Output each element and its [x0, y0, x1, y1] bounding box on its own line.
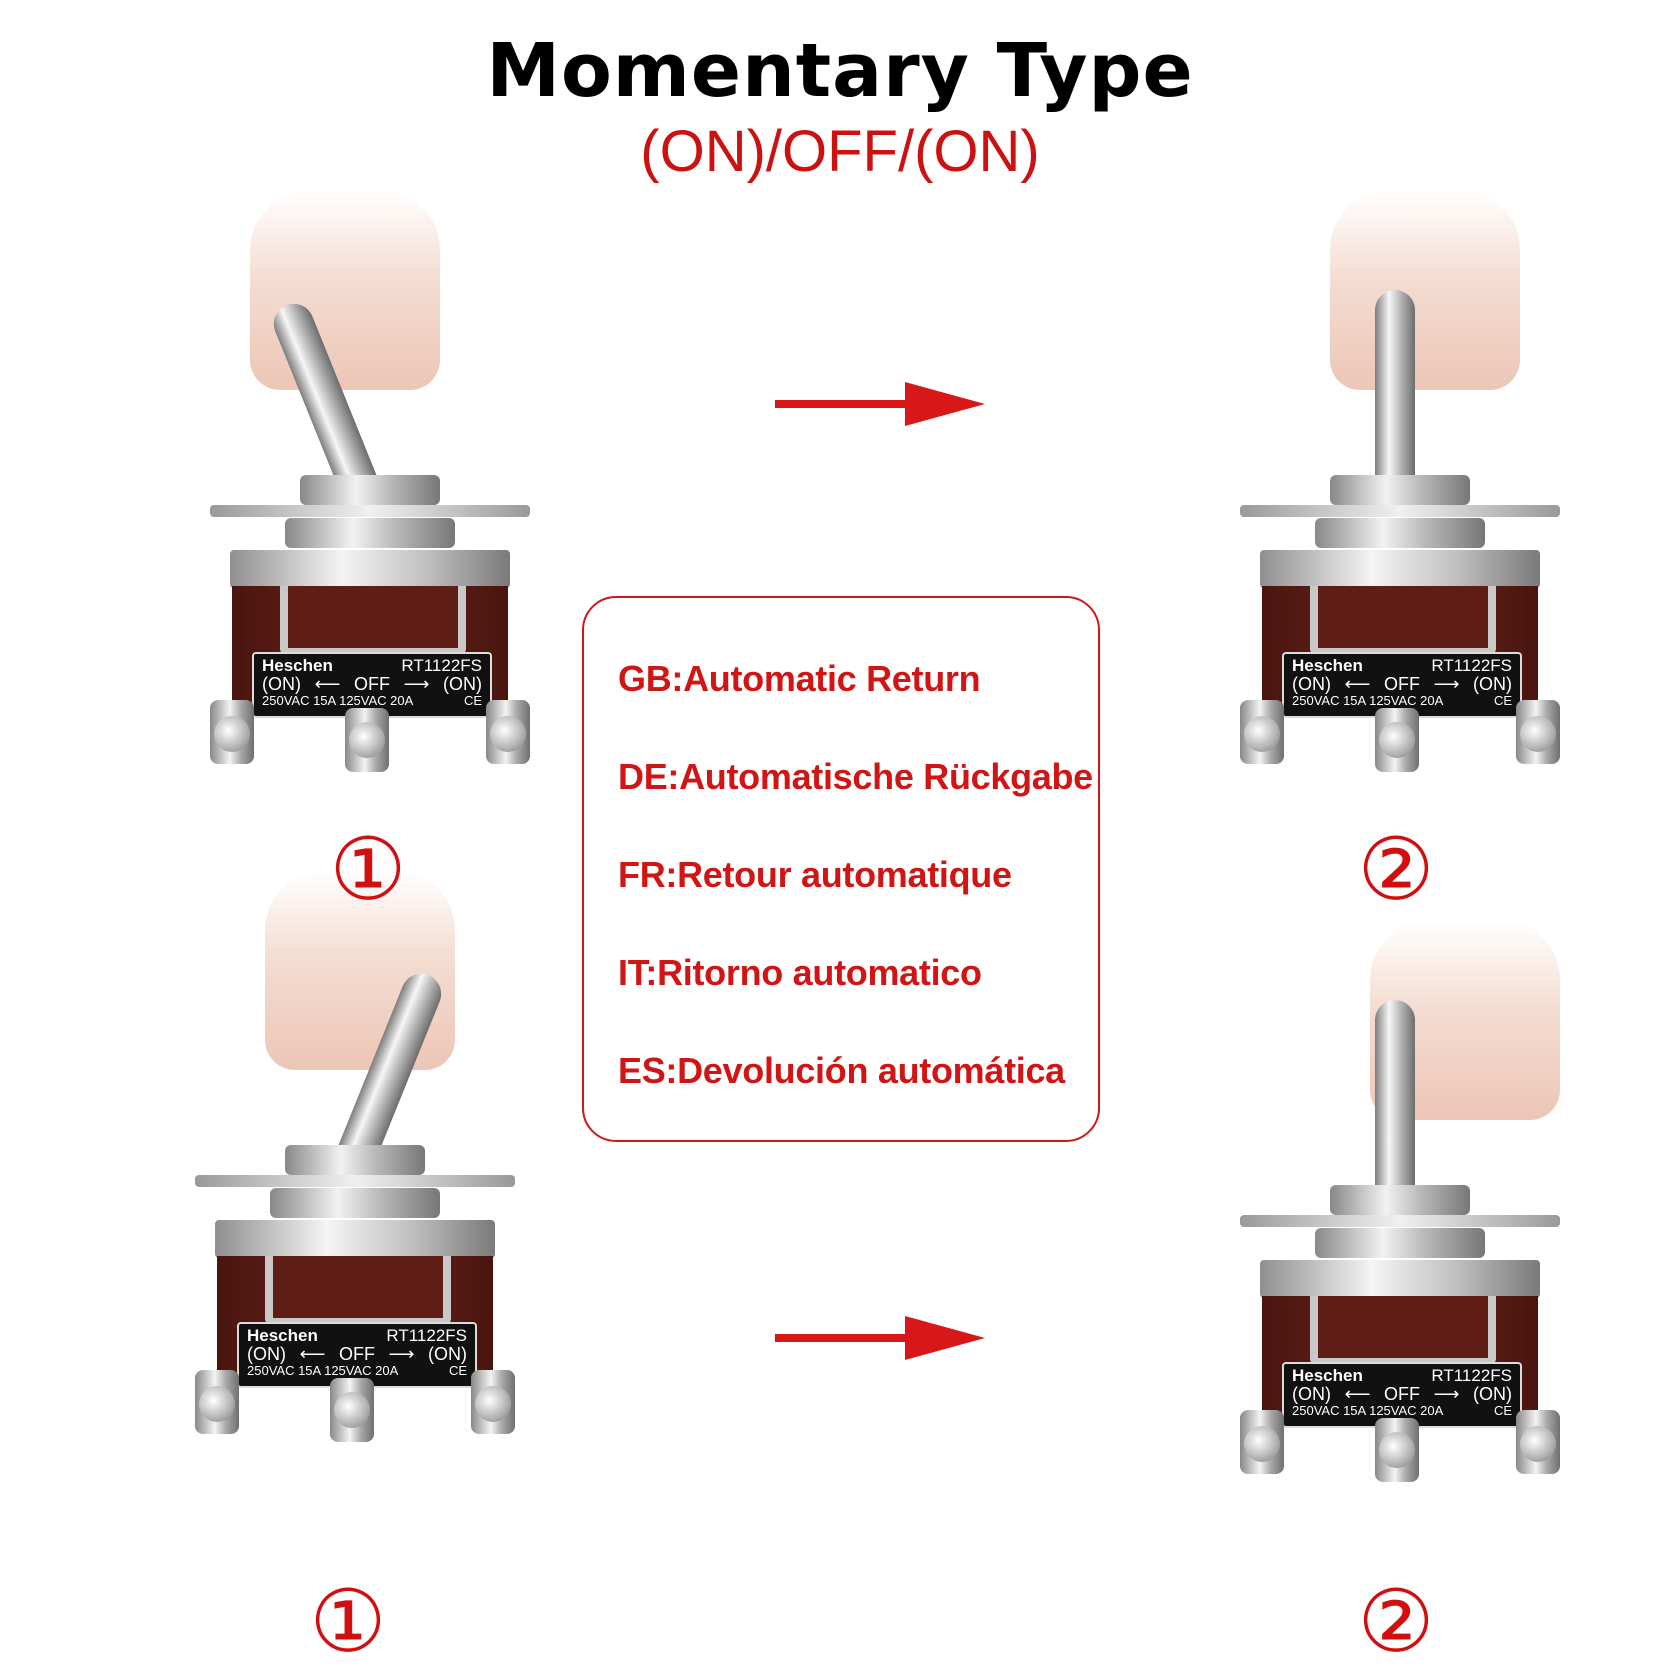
label-rating: 250VAC 15A 125VAC 20A — [247, 1362, 399, 1378]
screw-center-icon — [1379, 1432, 1415, 1468]
arrow-left-icon: ⟵ — [1344, 1383, 1371, 1404]
label-off: OFF — [354, 673, 390, 694]
screw-center-icon — [349, 722, 385, 758]
label-model: RT1122FS — [1431, 1366, 1512, 1385]
metal-frame — [230, 550, 510, 588]
mounting-plate — [1240, 505, 1560, 517]
label-rating: 250VAC 15A 125VAC 20A — [262, 692, 414, 708]
ce-mark-icon: CE — [463, 692, 482, 708]
finger-icon — [250, 190, 440, 390]
arrow-left-icon: ⟵ — [1344, 673, 1371, 694]
label-model: RT1122FS — [386, 1326, 467, 1345]
notes-box: GB:Automatic Return DE:Automatische Rück… — [582, 596, 1100, 1142]
mounting-nut — [300, 475, 440, 505]
arrow-left-icon: ⟵ — [314, 673, 341, 694]
mounting-nut — [285, 1145, 425, 1175]
screw-right-icon — [1520, 1426, 1556, 1462]
note-de: DE:Automatische Rückgabe — [618, 756, 1093, 797]
metal-frame — [215, 1220, 495, 1258]
screw-right-icon — [490, 716, 526, 752]
screw-right-icon — [1520, 716, 1556, 752]
metal-frame — [1260, 1260, 1540, 1298]
page-title: Momentary Type — [486, 28, 1194, 114]
note-fr: FR:Retour automatique — [618, 854, 1012, 895]
frame-window — [280, 586, 466, 656]
label-on-right: (ON) — [443, 673, 482, 694]
note-es: ES:Devolución automática — [618, 1050, 1065, 1091]
note-gb: GB:Automatic Return — [618, 658, 981, 699]
ce-mark-icon: CE — [448, 1362, 467, 1378]
label-rating: 250VAC 15A 125VAC 20A — [1292, 692, 1444, 708]
step-number-1-top: ① — [329, 820, 407, 920]
screw-left-icon — [1244, 1426, 1280, 1462]
label-off: OFF — [1384, 673, 1420, 694]
arrow-right-icon-bottom — [775, 1316, 985, 1360]
mounting-plate — [1240, 1215, 1560, 1227]
screw-left-icon — [199, 1386, 235, 1422]
label-brand: Heschen — [1292, 656, 1363, 675]
step-number-1-bottom: ① — [309, 1572, 387, 1672]
screw-right-icon — [475, 1386, 511, 1422]
label-on-right: (ON) — [428, 1343, 467, 1364]
ce-mark-icon: CE — [1493, 692, 1512, 708]
frame-window — [1310, 1296, 1496, 1366]
screw-center-icon — [1379, 722, 1415, 758]
label-brand: Heschen — [262, 656, 333, 675]
note-it: IT:Ritorno automatico — [618, 952, 982, 993]
label-rating: 250VAC 15A 125VAC 20A — [1292, 1402, 1444, 1418]
label-on-left: (ON) — [1292, 673, 1331, 694]
label-off: OFF — [1384, 1383, 1420, 1404]
label-on-right: (ON) — [1473, 673, 1512, 694]
toggle-lever — [1375, 1000, 1415, 1210]
arrow-right-icon: ⟶ — [1433, 673, 1460, 694]
label-brand: Heschen — [247, 1326, 318, 1345]
lock-nut — [285, 518, 455, 548]
arrow-left-icon: ⟵ — [299, 1343, 326, 1364]
label-model: RT1122FS — [1431, 656, 1512, 675]
mounting-plate — [195, 1175, 515, 1187]
finger-icon — [1330, 190, 1520, 390]
lock-nut — [270, 1188, 440, 1218]
lock-nut — [1315, 518, 1485, 548]
frame-window — [1310, 586, 1496, 656]
screw-left-icon — [1244, 716, 1280, 752]
lock-nut — [1315, 1228, 1485, 1258]
label-on-left: (ON) — [262, 673, 301, 694]
step-number-2-top: ② — [1357, 820, 1435, 920]
screw-left-icon — [214, 716, 250, 752]
screw-center-icon — [334, 1392, 370, 1428]
ce-mark-icon: CE — [1493, 1402, 1512, 1418]
label-brand: Heschen — [1292, 1366, 1363, 1385]
arrow-right-icon: ⟶ — [1433, 1383, 1460, 1404]
label-off: OFF — [339, 1343, 375, 1364]
page-subtitle: (ON)/OFF/(ON) — [640, 119, 1040, 184]
mounting-nut — [1330, 1185, 1470, 1215]
frame-window — [265, 1256, 451, 1326]
toggle-lever — [1375, 290, 1415, 500]
arrow-right-icon: ⟶ — [388, 1343, 415, 1364]
arrow-right-icon-top — [775, 382, 985, 426]
mounting-nut — [1330, 475, 1470, 505]
label-on-left: (ON) — [1292, 1383, 1331, 1404]
label-on-left: (ON) — [247, 1343, 286, 1364]
arrow-right-icon: ⟶ — [403, 673, 430, 694]
label-model: RT1122FS — [401, 656, 482, 675]
metal-frame — [1260, 550, 1540, 588]
mounting-plate — [210, 505, 530, 517]
label-on-right: (ON) — [1473, 1383, 1512, 1404]
step-number-2-bottom: ② — [1357, 1572, 1435, 1672]
